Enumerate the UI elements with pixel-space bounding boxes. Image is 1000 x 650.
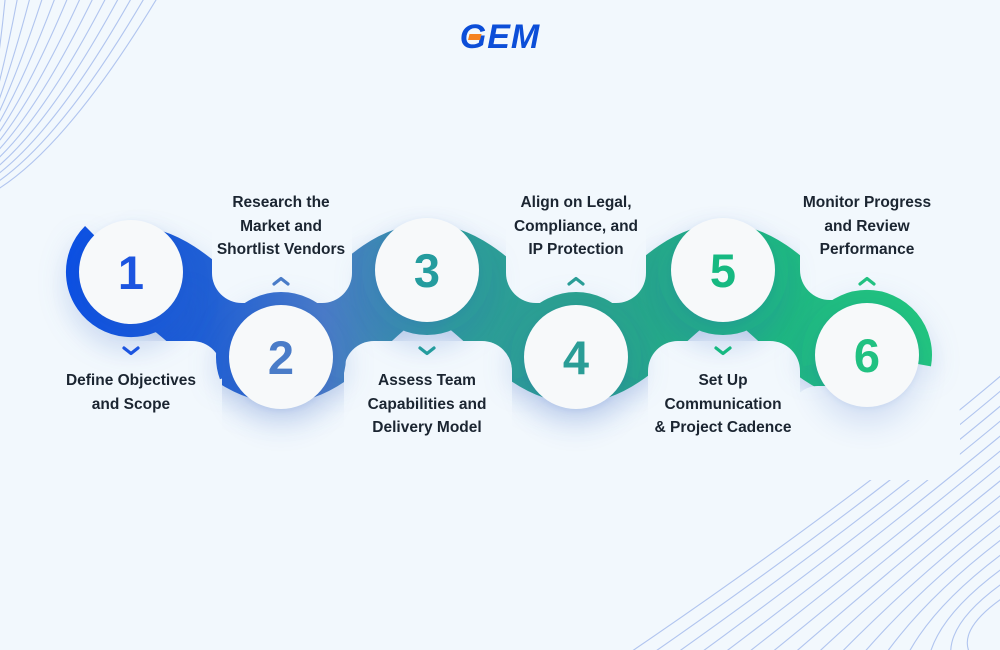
- step-3-circle: 3: [375, 218, 479, 322]
- step-2-ring: [216, 291, 346, 380]
- label-notch: [344, 341, 512, 471]
- step-1-number: 1: [117, 245, 145, 299]
- step-4-circle: 4: [524, 305, 628, 409]
- step-5-number: 5: [709, 243, 737, 297]
- gem-logo-accent-bar: [468, 34, 482, 40]
- chevron-down-icon: [418, 343, 436, 356]
- label-notch: [28, 341, 222, 471]
- step-1-circle: 1: [79, 220, 183, 324]
- decorative-lines-top-left: [0, 0, 157, 189]
- chevron-up-icon: [567, 273, 585, 286]
- step-1-ring: [65, 226, 194, 338]
- decorative-lines-bottom-right: [632, 375, 1000, 650]
- step-3-label: Assess Team Capabilities and Delivery Mo…: [367, 372, 487, 436]
- label-notch: [212, 155, 352, 303]
- step-3-number: 3: [413, 243, 441, 297]
- step-4-ring: [511, 291, 641, 380]
- gem-logo: GEM: [460, 18, 540, 57]
- chevron-down-icon: [714, 343, 732, 356]
- step-2-label: Research the Market and Shortlist Vendor…: [216, 194, 346, 258]
- label-notch: [648, 341, 800, 471]
- chevron-up-icon: [272, 273, 290, 286]
- label-notch: [790, 386, 960, 480]
- label-notch: [506, 155, 646, 303]
- step-5-label: Set Up Communication & Project Cadence: [654, 372, 792, 436]
- chevron-up-icon: [858, 273, 876, 286]
- step-6-number: 6: [853, 328, 881, 382]
- step-6-ring: [802, 289, 932, 367]
- step-4-number: 4: [562, 330, 590, 384]
- step-5-ring: [658, 247, 788, 336]
- step-5-circle: 5: [671, 218, 775, 322]
- step-2-number: 2: [267, 330, 295, 384]
- step-2-circle: 2: [229, 305, 333, 409]
- label-notch: [800, 152, 932, 300]
- step-6-label: Monitor Progress and Review Performance: [802, 194, 932, 258]
- step-6-circle: 6: [815, 303, 919, 407]
- step-1-label: Define Objectives and Scope: [65, 372, 197, 413]
- step-3-ring: [362, 247, 492, 336]
- chevron-down-icon: [122, 343, 140, 356]
- step-4-label: Align on Legal, Compliance, and IP Prote…: [513, 194, 639, 258]
